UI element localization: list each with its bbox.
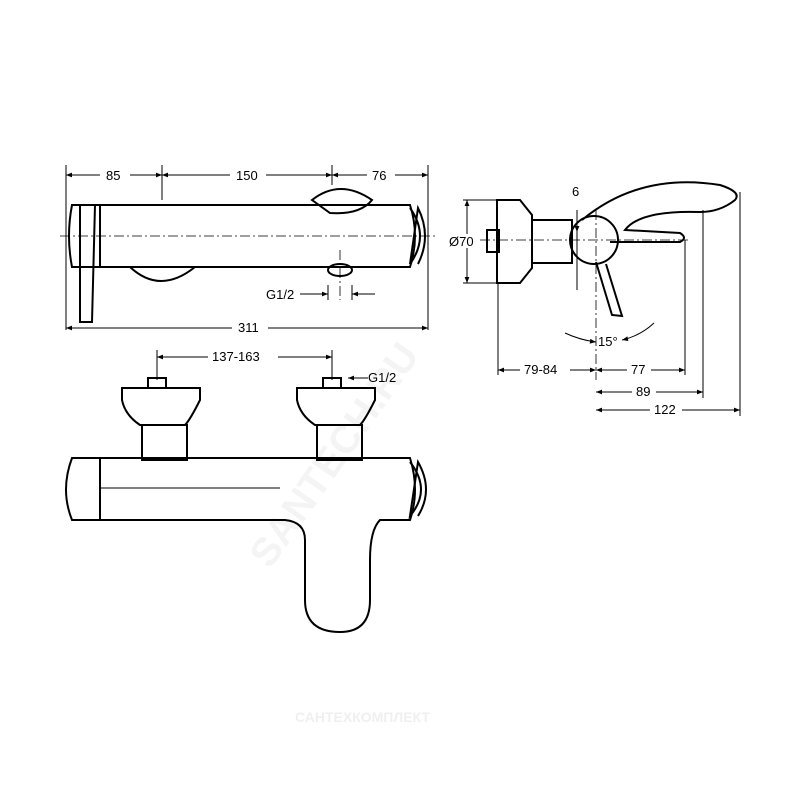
top-view: 137-163 G1/2 [65,349,427,634]
dim-77: 77 [631,362,645,377]
dim-89: 89 [636,384,650,399]
dim-311: 311 [238,320,259,335]
dim-137-163: 137-163 [212,349,260,364]
watermark-diagonal: SANTECH.RU [241,335,427,575]
side-view: Ø70 6 15° 79-84 77 89 122 [448,181,741,417]
watermark-footer: САНТЕХКОМПЛЕКТ [295,709,430,725]
thread-label-front: G1/2 [266,287,294,302]
angle-15: 15° [598,334,618,349]
watermark: SANTECH.RU САНТЕХКОМПЛЕКТ [241,335,430,725]
thread-label-top: G1/2 [368,370,396,385]
dim-6: 6 [572,184,579,199]
dim-122: 122 [654,402,676,417]
front-view: 85 150 76 G1/2 311 [60,165,435,335]
dim-79-84: 79-84 [524,362,557,377]
dim-76: 76 [372,168,386,183]
dim-85: 85 [106,168,120,183]
dim-diameter-70: Ø70 [449,234,474,249]
dim-150: 150 [236,168,258,183]
